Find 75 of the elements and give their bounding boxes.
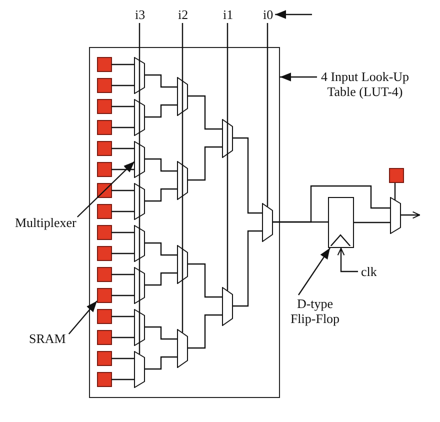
signal-label: i2	[178, 7, 188, 22]
multiplexer-symbol	[262, 202, 273, 242]
callout-label: Multiplexer	[15, 215, 76, 230]
wire	[112, 316, 134, 318]
sram-cell	[97, 309, 112, 324]
leader-arrow	[280, 72, 317, 82]
arrow	[275, 10, 312, 19]
wire	[144, 326, 178, 340]
wire	[112, 210, 134, 212]
callout-label: SRAM	[29, 331, 66, 346]
multiplexer-symbol	[390, 196, 400, 234]
output-arrow	[400, 211, 420, 219]
signal-label: i0	[263, 7, 274, 22]
wire	[112, 148, 134, 150]
multiplexer-symbol	[222, 286, 233, 326]
sram-cell	[97, 78, 112, 93]
wire	[144, 272, 178, 286]
wire	[144, 188, 178, 202]
wire	[112, 106, 134, 108]
sram-cell	[97, 204, 112, 219]
sram-cell	[97, 162, 112, 177]
signal-label: clk	[361, 264, 377, 279]
wire	[112, 252, 134, 254]
leader-arrow	[76, 161, 135, 218]
signal-label: i3	[135, 7, 146, 22]
leader-arrow	[68, 300, 98, 334]
wire	[112, 378, 134, 380]
signal-wire	[337, 248, 358, 272]
sram-cell	[97, 120, 112, 135]
sram-cell	[97, 372, 112, 387]
flip-flop-symbol	[328, 197, 354, 248]
wire	[112, 336, 134, 338]
wire	[112, 126, 134, 128]
wire	[272, 185, 390, 223]
wire	[144, 158, 178, 172]
sram-cell	[97, 351, 112, 366]
wire	[188, 314, 222, 349]
wire	[112, 358, 134, 360]
signal-label: i1	[223, 7, 234, 22]
wire	[354, 222, 390, 224]
sram-cell	[97, 57, 112, 72]
multiplexer-symbol	[134, 350, 145, 388]
wire	[112, 168, 134, 170]
wire	[112, 294, 134, 296]
wire	[188, 263, 222, 298]
sram-cell	[97, 288, 112, 303]
multiplexer-symbol	[177, 328, 188, 368]
sram-cell	[388, 168, 404, 183]
lut-box	[89, 47, 280, 398]
callout-label: 4 Input Look-Up Table (LUT-4)	[320, 69, 410, 99]
sram-cell	[97, 246, 112, 261]
wire	[112, 64, 134, 66]
wire	[144, 104, 178, 118]
wire	[112, 190, 134, 192]
wire	[144, 242, 178, 256]
wire	[226, 23, 228, 290]
callout-label: D-type Flip-Flop	[290, 296, 340, 326]
wire	[144, 356, 178, 370]
wire	[112, 274, 134, 276]
wire	[266, 23, 268, 206]
wire	[232, 137, 262, 214]
wire	[112, 84, 134, 86]
wire	[232, 230, 262, 307]
sram-cell	[97, 267, 112, 282]
sram-cell	[97, 141, 112, 156]
wire	[394, 183, 396, 200]
sram-cell	[97, 99, 112, 114]
wire	[188, 146, 222, 181]
sram-cell	[97, 330, 112, 345]
leader-arrow	[298, 248, 330, 296]
wire	[112, 232, 134, 234]
wire	[144, 74, 178, 88]
sram-cell	[97, 225, 112, 240]
wire	[182, 23, 184, 332]
wire	[188, 95, 222, 130]
